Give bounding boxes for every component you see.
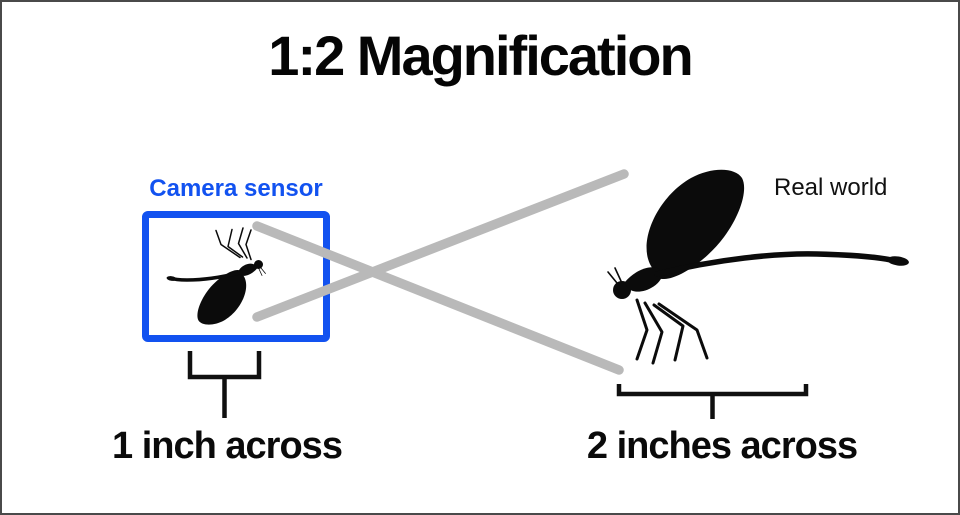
page-title: 1:2 Magnification	[268, 24, 693, 87]
real-world-damselfly-icon	[606, 168, 909, 365]
light-ray-top-to-bottom	[252, 221, 624, 375]
light-ray-bottom-to-top	[252, 169, 629, 322]
real-world-measurement-label: 2 inches across	[586, 425, 858, 467]
sensor-measurement-label: 1 inch across	[112, 425, 343, 467]
camera-sensor-label: Camera sensor	[149, 175, 323, 202]
sensor-damselfly-icon	[166, 227, 267, 326]
real-world-measurement-bracket	[616, 384, 809, 419]
real-world-label: Real world	[774, 174, 888, 201]
camera-sensor-frame	[142, 211, 330, 342]
sensor-measurement-bracket	[187, 351, 262, 418]
